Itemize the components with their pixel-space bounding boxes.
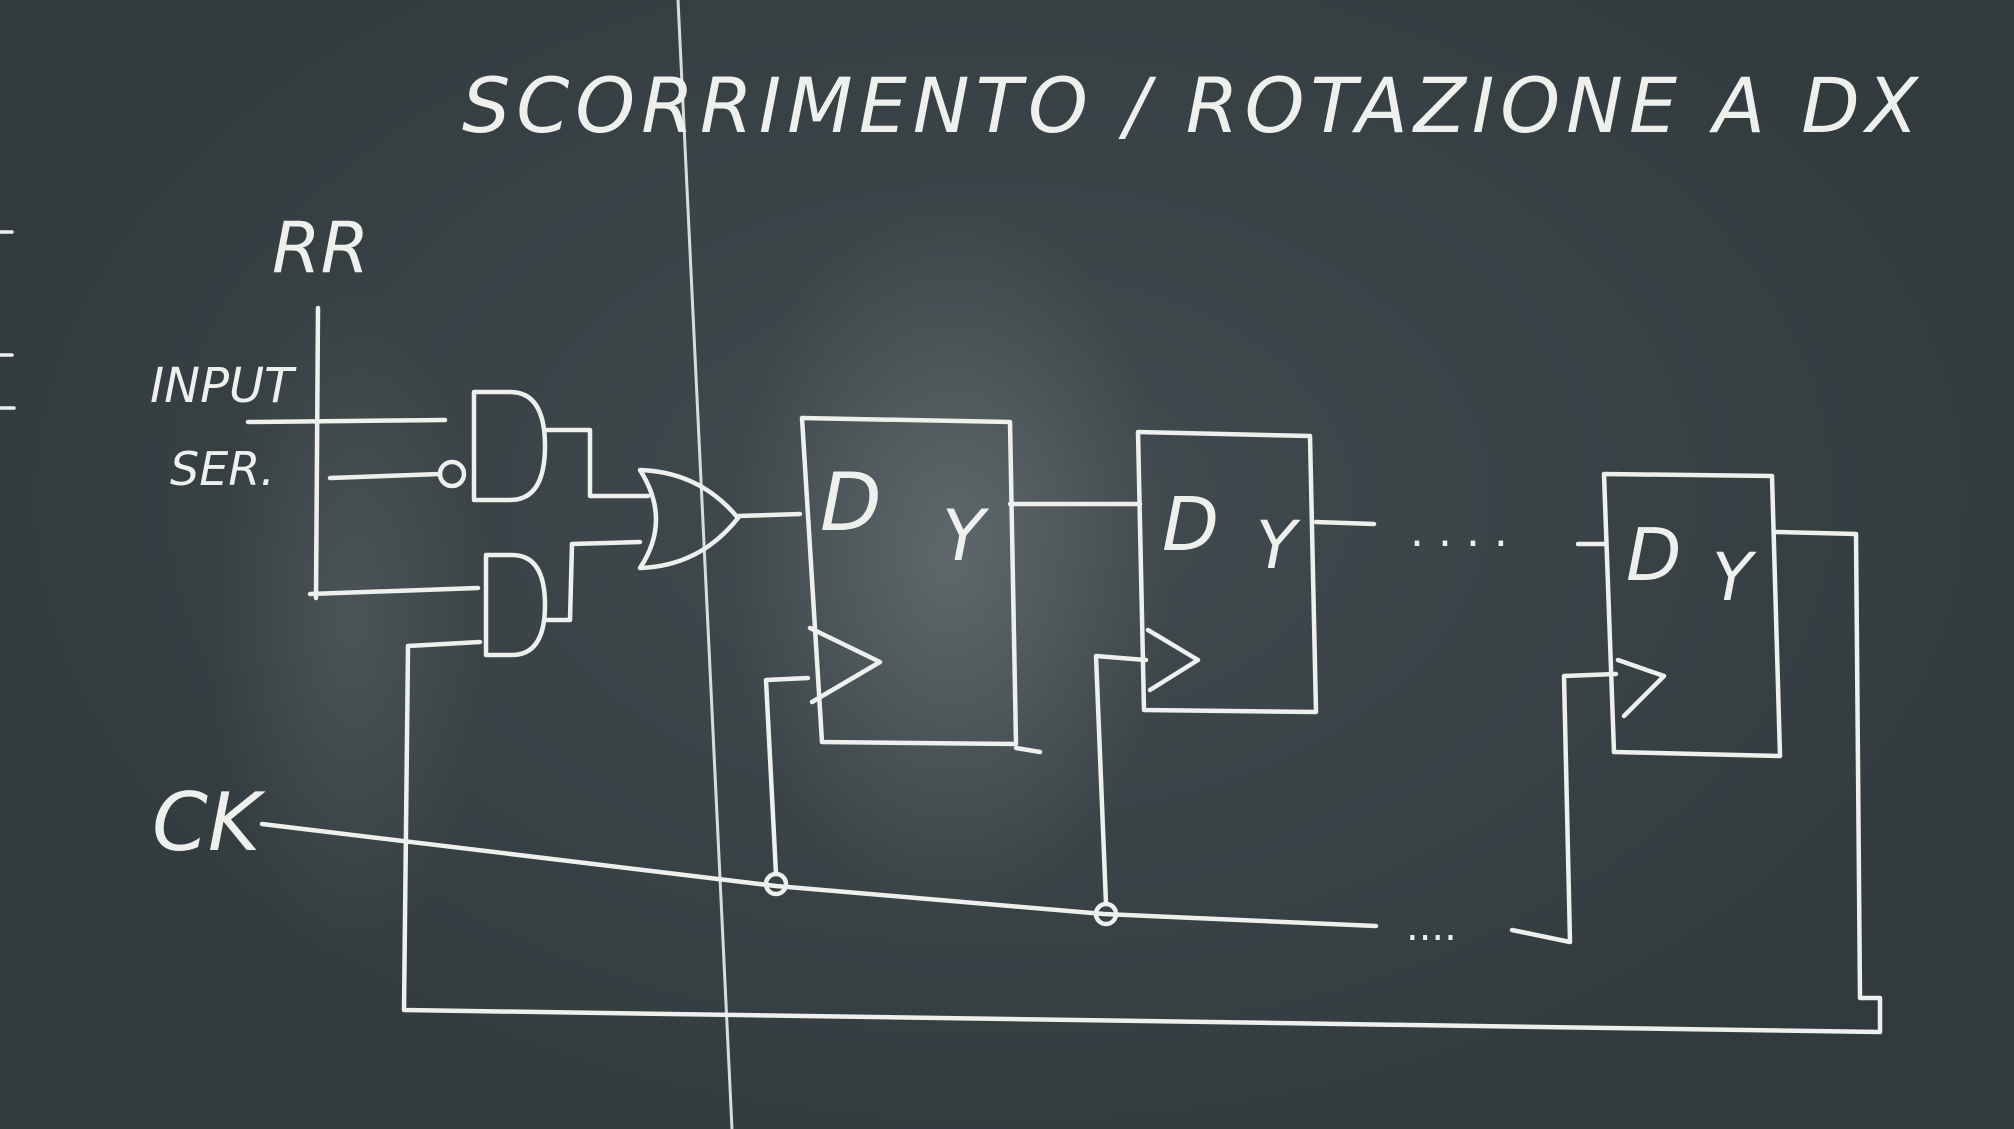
- flip-flop-n: [1601, 471, 1783, 759]
- rr-to-and1-wire: [327, 471, 443, 481]
- and1-to-or-wire: [542, 427, 651, 499]
- flip-flop-2-clock-triangle: [1145, 627, 1201, 693]
- or-to-ff1-wire: [735, 511, 803, 519]
- serial-input-wire: [245, 417, 448, 425]
- clock-label: CK: [152, 776, 266, 869]
- feedback-wire: [401, 529, 1883, 1035]
- ff2-output-wire: [1313, 519, 1377, 527]
- ff2-y-label: Y: [1256, 507, 1301, 584]
- chain-ellipsis-bottom: ....: [1406, 904, 1457, 950]
- ff1-bottom-mark: [1013, 745, 1043, 755]
- inverter-bubble: [437, 459, 467, 489]
- clock-tap-ffn: [1509, 671, 1619, 945]
- serial-input-label-line1: INPUT: [150, 358, 297, 414]
- clock-tap-ff1: [763, 675, 811, 877]
- edge-marks: [0, 230, 16, 410]
- ff1-y-label: Y: [942, 495, 990, 577]
- rr-to-and2-wire: [307, 585, 481, 597]
- rr-bus-line: [313, 305, 321, 601]
- ffn-d-label: D: [1626, 513, 1681, 597]
- diagram-title-text: SCORRIMENTO / ROTAZIONE A DX: [462, 61, 1924, 150]
- flip-flop-2: [1135, 429, 1319, 715]
- or-gate: [637, 467, 741, 571]
- flip-flop-n-clock-triangle: [1615, 657, 1667, 719]
- ffn-y-label: Y: [1712, 539, 1757, 616]
- serial-input-label-line2: SER.: [170, 442, 275, 496]
- clock-line: [259, 821, 1379, 929]
- rr-label: RR: [272, 207, 369, 289]
- and-gate-1: [471, 389, 548, 503]
- flip-flop-1-clock-triangle: [807, 625, 883, 705]
- ff2-d-label: D: [1162, 482, 1219, 568]
- clock-tap-ff2: [1093, 653, 1149, 907]
- and2-to-or-wire: [542, 539, 643, 623]
- ff1-d-label: D: [820, 456, 882, 549]
- and-gate-2: [483, 552, 548, 658]
- board-seam-line: [676, 0, 734, 1129]
- flip-flop-1: [799, 415, 1019, 747]
- chain-ellipsis-top: . . . .: [1410, 506, 1508, 557]
